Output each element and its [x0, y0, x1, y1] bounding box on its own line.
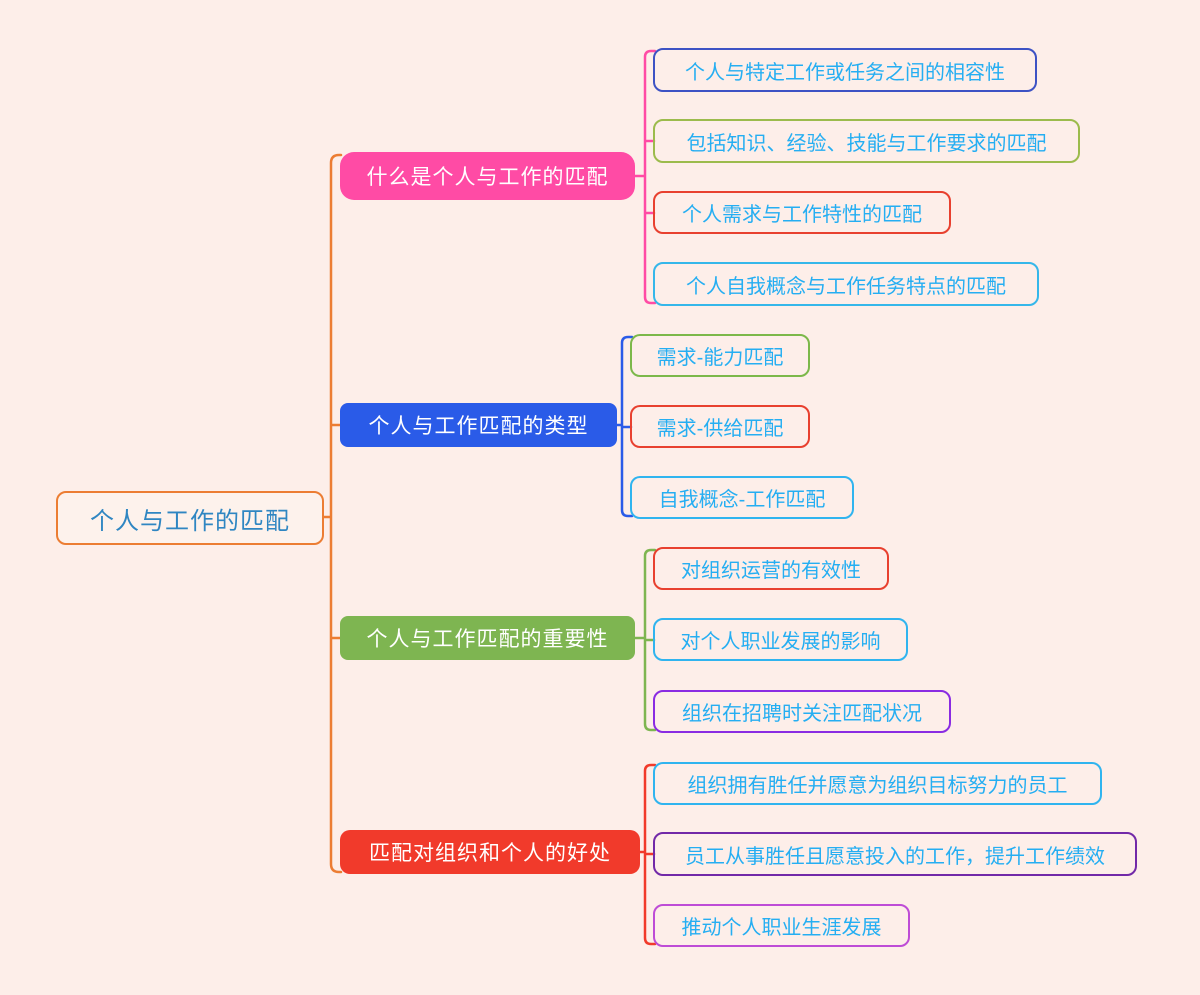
child-node-1-2[interactable]: 包括知识、经验、技能与工作要求的匹配 [653, 119, 1080, 163]
branch-3-children-connector [633, 548, 657, 732]
branch-2-children-connector [615, 335, 634, 518]
child-node-4-3[interactable]: 推动个人职业生涯发展 [653, 904, 910, 947]
branch-node-2[interactable]: 个人与工作匹配的类型 [340, 403, 617, 447]
child-node-2-1[interactable]: 需求-能力匹配 [630, 334, 810, 377]
child-node-3-2[interactable]: 对个人职业发展的影响 [653, 618, 908, 661]
child-node-3-1[interactable]: 对组织运营的有效性 [653, 547, 889, 590]
child-node-2-2[interactable]: 需求-供给匹配 [630, 405, 810, 448]
child-node-4-1[interactable]: 组织拥有胜任并愿意为组织目标努力的员工 [653, 762, 1102, 805]
child-node-1-1[interactable]: 个人与特定工作或任务之间的相容性 [653, 48, 1037, 92]
branch-node-3[interactable]: 个人与工作匹配的重要性 [340, 616, 635, 660]
branch-node-4[interactable]: 匹配对组织和个人的好处 [340, 830, 640, 874]
root-node[interactable]: 个人与工作的匹配 [56, 491, 324, 545]
branch-node-1[interactable]: 什么是个人与工作的匹配 [340, 152, 635, 200]
trunk-connector [322, 153, 343, 874]
child-node-3-3[interactable]: 组织在招聘时关注匹配状况 [653, 690, 951, 733]
branch-1-children-connector [633, 49, 657, 305]
child-node-1-4[interactable]: 个人自我概念与工作任务特点的匹配 [653, 262, 1039, 306]
child-node-2-3[interactable]: 自我概念-工作匹配 [630, 476, 854, 519]
child-node-1-3[interactable]: 个人需求与工作特性的匹配 [653, 191, 951, 234]
branch-4-children-connector [638, 763, 657, 946]
child-node-4-2[interactable]: 员工从事胜任且愿意投入的工作，提升工作绩效 [653, 832, 1137, 876]
